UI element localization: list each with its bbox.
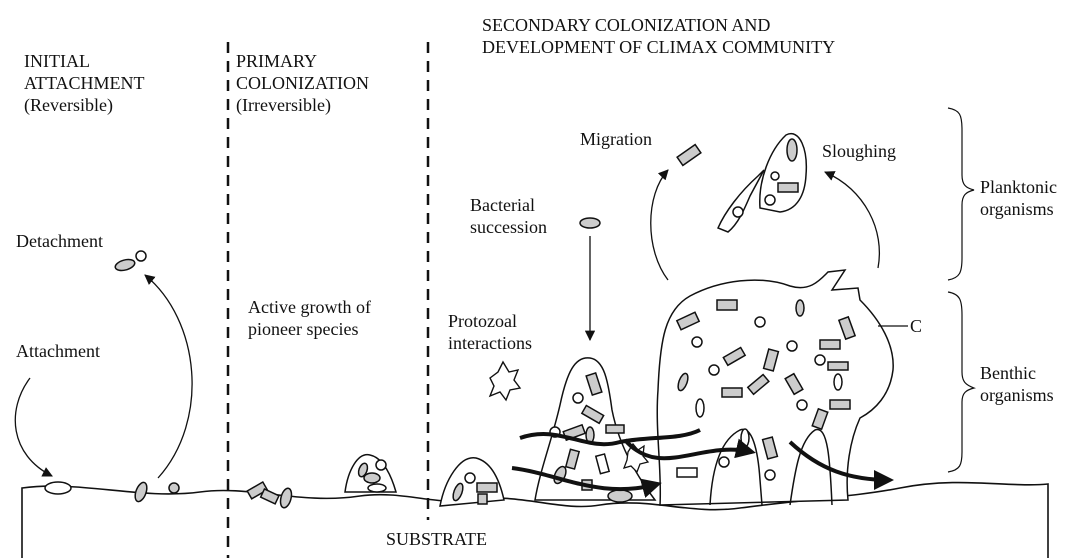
floating-cell-migration	[579, 143, 702, 229]
sloughed-aggregate	[717, 132, 808, 233]
flow-arrow-4	[788, 440, 894, 490]
migration-label: Migration	[580, 129, 652, 149]
protozoan	[488, 360, 522, 402]
flow-arrow-3	[623, 438, 756, 461]
label-line: interactions	[448, 333, 532, 353]
migration-arrow	[650, 169, 669, 281]
c-marker-label: C	[910, 316, 923, 336]
flow-arrow-1	[519, 428, 701, 447]
secondary-colonization-heading: SECONDARY COLONIZATION AND DEVELOPMENT O…	[482, 14, 835, 58]
small-colony	[439, 457, 505, 507]
sloughing-arrow	[824, 171, 880, 269]
heading-line: (Reversible)	[24, 95, 113, 115]
heading-line: (Irreversible)	[236, 95, 331, 115]
label-line: Bacterial	[470, 195, 535, 215]
attachment-label: Attachment	[16, 341, 100, 361]
detached-bacterium	[114, 258, 136, 272]
label-line: Active growth of	[248, 297, 371, 317]
substrate-surface	[21, 481, 1049, 558]
label-line: organisms	[980, 199, 1054, 219]
heading-line: DEVELOPMENT OF CLIMAX COMMUNITY	[482, 37, 836, 57]
bacterium	[134, 481, 148, 503]
detached-coccus	[135, 250, 147, 262]
label-line: succession	[470, 217, 547, 237]
label-line: organisms	[980, 385, 1054, 405]
primary-colonization-heading: PRIMARY COLONIZATION (Irreversible)	[236, 50, 369, 116]
sloughing-label: Sloughing	[822, 141, 897, 161]
biofilm-tower-large	[656, 269, 894, 506]
detachment-arrow	[144, 274, 193, 479]
pioneer-cluster-1	[246, 481, 293, 509]
heading-line: ATTACHMENT	[24, 73, 145, 93]
biofilm-tower-middle	[534, 357, 657, 503]
active-growth-label: Active growth of pioneer species	[248, 296, 371, 340]
substrate-label: SUBSTRATE	[386, 529, 488, 549]
label-line: pioneer species	[248, 319, 359, 339]
attachment-arrow	[14, 377, 53, 477]
label-line: Benthic	[980, 363, 1036, 383]
planktonic-brace	[947, 107, 975, 281]
planktonic-organisms-label: Planktonic organisms	[980, 176, 1057, 220]
benthic-brace	[947, 291, 977, 473]
protozoal-interactions-label: Protozoal interactions	[448, 310, 532, 354]
heading-line: SECONDARY COLONIZATION AND	[482, 15, 771, 35]
attached-bacterium	[44, 481, 72, 495]
heading-line: COLONIZATION	[236, 73, 369, 93]
label-line: Protozoal	[448, 311, 517, 331]
detachment-label: Detachment	[16, 231, 103, 251]
bacterial-succession-label: Bacterial succession	[470, 194, 547, 238]
heading-line: INITIAL	[24, 51, 90, 71]
pioneer-cluster-2	[344, 454, 397, 493]
heading-line: PRIMARY	[236, 51, 318, 71]
benthic-organisms-label: Benthic organisms	[980, 362, 1054, 406]
initial-attachment-heading: INITIAL ATTACHMENT (Reversible)	[24, 50, 145, 116]
label-line: Planktonic	[980, 177, 1057, 197]
flow-arrow-2	[511, 466, 662, 498]
coccus	[168, 482, 180, 494]
